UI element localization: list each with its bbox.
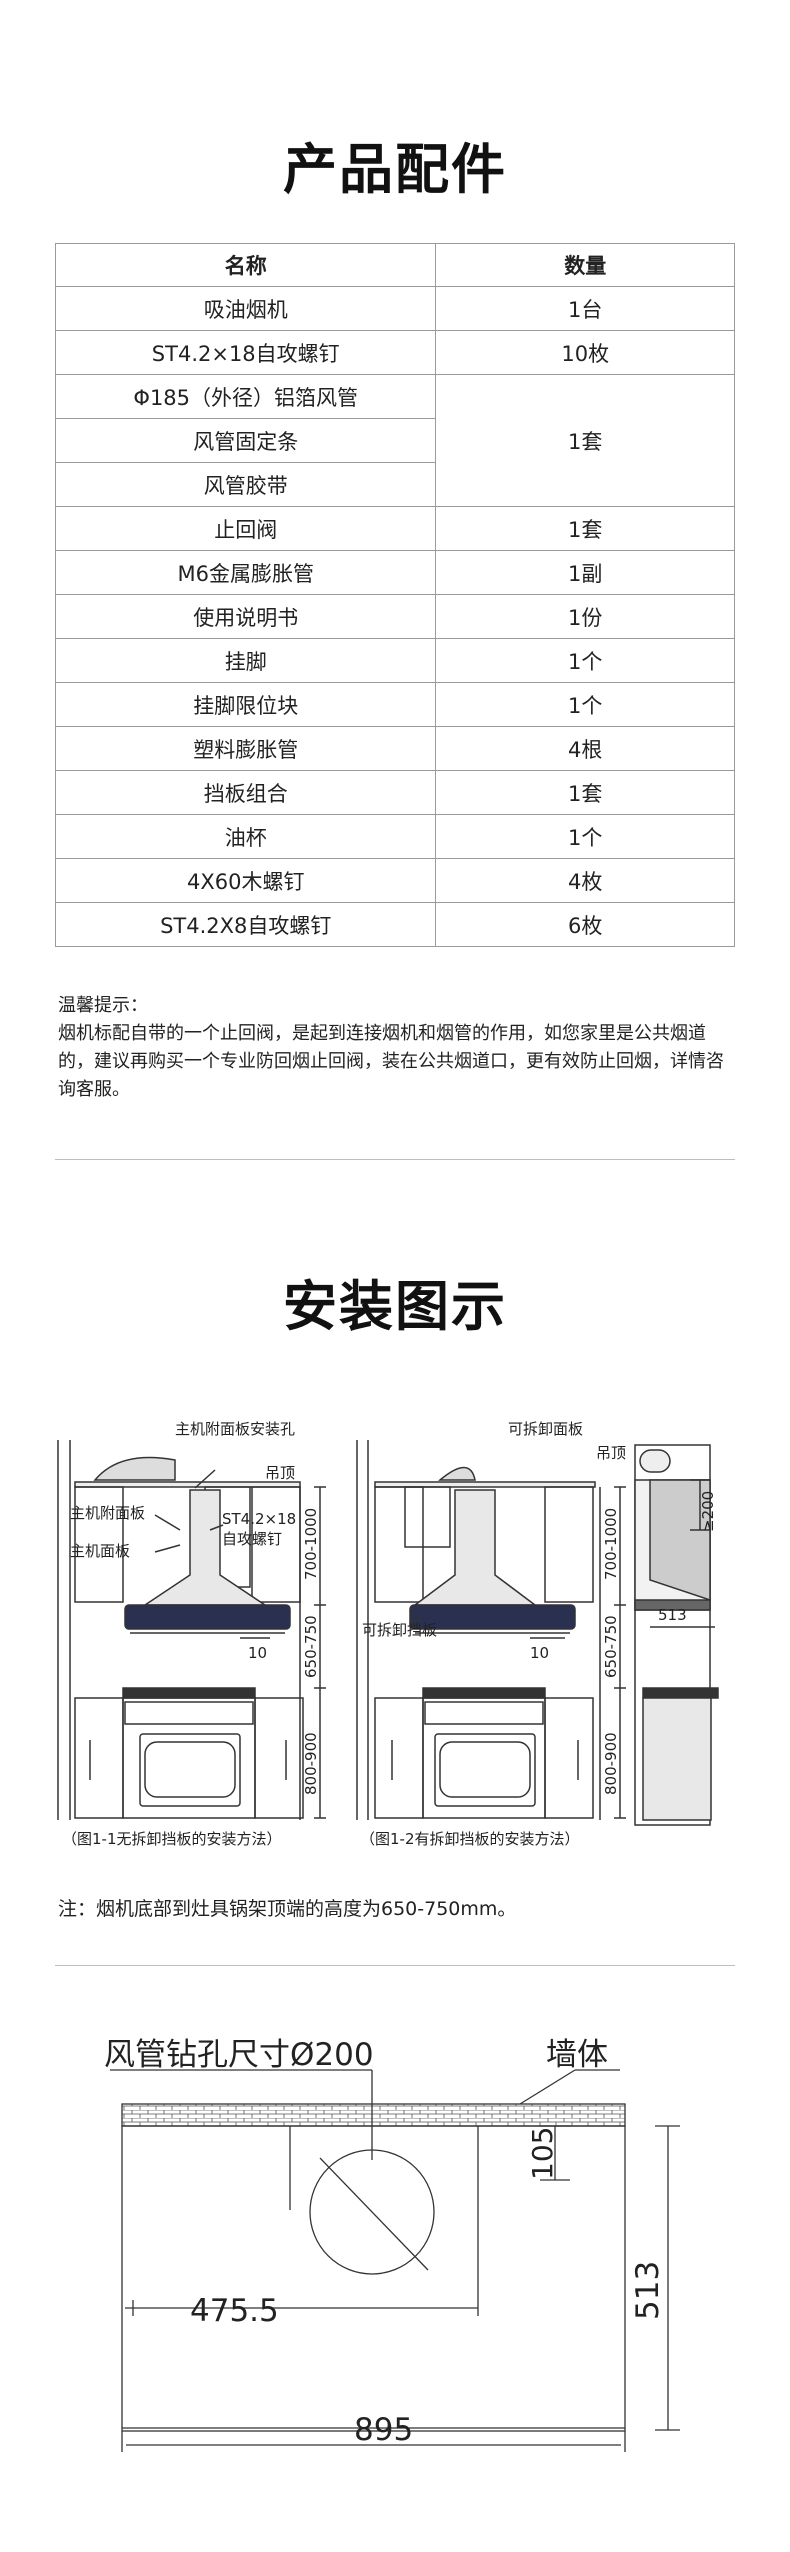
row-qty: 10枚: [435, 330, 735, 375]
row-name: 4X60木螺钉: [54, 858, 437, 903]
dim-105: 105: [526, 2127, 559, 2180]
dim-475-5: 475.5: [190, 2293, 279, 2329]
table-row: M6金属膨胀管 1副: [54, 550, 735, 595]
dim-513: 513: [630, 2261, 666, 2320]
fig1-caption: （图1-1无拆卸挡板的安装方法）: [62, 1830, 282, 1848]
warm-tip-text: 烟机标配自带的一个止回阀，是起到连接烟机和烟管的作用，如您家里是公共烟道的，建议…: [58, 1023, 724, 1100]
row-name: M6金属膨胀管: [54, 550, 437, 595]
install-note: 注：烟机底部到灶具锅架顶端的高度为650-750mm。: [58, 1898, 517, 1920]
row-qty: 1套: [435, 770, 735, 815]
figure-2: [356, 1440, 626, 1820]
fig1-label-screw-2: 自攻螺钉: [222, 1530, 282, 1548]
fig2-label-ceiling: 吊顶: [596, 1444, 626, 1462]
fig2-caption: （图1-2有拆卸挡板的安装方法）: [360, 1830, 580, 1848]
row-name: 挂脚限位块: [54, 682, 437, 727]
table-row: 塑料膨胀管 4根: [54, 726, 735, 771]
header-qty: 数量: [435, 243, 735, 287]
table-row: 风管胶带: [54, 462, 735, 507]
fig1-label-panel: 主机附面板: [70, 1504, 145, 1522]
installation-title: 安装图示: [283, 1275, 507, 1338]
fig1-label-top: 主机附面板安装孔: [175, 1420, 295, 1438]
row-qty: 4根: [435, 726, 735, 771]
fig1-label-screw-1: ST4.2×18: [222, 1510, 296, 1528]
row-qty: 1个: [435, 638, 735, 683]
table-row: 挡板组合 1套: [54, 770, 735, 815]
table-row: 使用说明书 1份: [54, 594, 735, 639]
duct-hole-diagram: 风管钻孔尺寸Ø200 墙体 105 475.5 513 895: [104, 2037, 680, 2452]
row-name: 塑料膨胀管: [54, 726, 437, 771]
fig1-dim-mid: 650-750: [302, 1615, 320, 1678]
fig1-dim-gap: 10: [248, 1644, 267, 1662]
table-row: Φ185（外径）铝箔风管 1套: [54, 374, 735, 507]
row-qty: 1个: [435, 682, 735, 727]
fig2-dim-upper: 700-1000: [602, 1508, 620, 1580]
table-row: 风管固定条: [54, 418, 735, 463]
row-qty: 1份: [435, 594, 735, 639]
row-name: 止回阀: [54, 506, 437, 551]
row-name: ST4.2X8自攻螺钉: [54, 902, 437, 947]
row-name: Φ185（外径）铝箔风管: [54, 374, 437, 419]
fig2-dim-mid: 650-750: [602, 1615, 620, 1678]
table-row: ST4.2×18自攻螺钉 10枚: [54, 330, 735, 375]
table-row: 挂脚限位块 1个: [54, 682, 735, 727]
fig3-dim-top: ≥200: [699, 1491, 717, 1532]
table-row: ST4.2X8自攻螺钉 6枚: [54, 902, 735, 947]
accessories-title: 产品配件: [283, 138, 507, 201]
fig2-dim-gap: 10: [530, 1644, 549, 1662]
fig1-label-face: 主机面板: [70, 1542, 130, 1560]
divider: [55, 1965, 735, 1966]
table-row: 油杯 1个: [54, 814, 735, 859]
hood-outline: [121, 2125, 626, 2432]
row-qty: 1台: [435, 286, 735, 331]
dim-895: 895: [354, 2412, 413, 2448]
row-qty: 1副: [435, 550, 735, 595]
warm-tip: 温馨提示： 烟机标配自带的一个止回阀，是起到连接烟机和烟管的作用，如您家里是公共…: [58, 992, 738, 1104]
row-name: ST4.2×18自攻螺钉: [54, 330, 437, 375]
wall-bricks: [121, 2103, 626, 2127]
row-name: 吸油烟机: [54, 286, 437, 331]
row-qty: 1套: [435, 506, 735, 551]
row-qty: 1个: [435, 814, 735, 859]
figure-1: [57, 1440, 326, 1820]
fig1-dim-upper: 700-1000: [302, 1508, 320, 1580]
row-name: 风管固定条: [54, 418, 437, 463]
fig1-label-ceiling: 吊顶: [265, 1464, 295, 1482]
row-qty: 1套: [435, 374, 735, 507]
fig1-dim-lower: 800-900: [302, 1732, 320, 1795]
figure-3: [634, 1444, 719, 1826]
table-header-row: 名称 数量: [54, 243, 735, 287]
warm-tip-heading: 温馨提示：: [58, 995, 148, 1016]
installation-diagram: 主机附面板安装孔 主机附面板 主机面板 ST4.2×18 自攻螺钉 吊顶 10 …: [57, 1420, 719, 1848]
fig2-dim-lower: 800-900: [602, 1732, 620, 1795]
fig2-label-baffle: 可拆卸挡板: [362, 1621, 437, 1639]
divider: [55, 1159, 735, 1160]
table-row: 4X60木螺钉 4枚: [54, 858, 735, 903]
row-name: 使用说明书: [54, 594, 437, 639]
fig3-dim-depth: 513: [658, 1606, 687, 1624]
row-name: 挂脚: [54, 638, 437, 683]
row-qty: 6枚: [435, 902, 735, 947]
label-wall: 墙体: [546, 2037, 608, 2073]
row-qty: 4枚: [435, 858, 735, 903]
label-duct-hole-size: 风管钻孔尺寸Ø200: [104, 2037, 374, 2073]
row-name: 油杯: [54, 814, 437, 859]
row-name: 挡板组合: [54, 770, 437, 815]
header-name: 名称: [54, 243, 437, 287]
accessories-table: 名称 数量 吸油烟机 1台 ST4.2×18自攻螺钉 10枚 Φ185（外径）铝…: [54, 243, 735, 947]
table-row: 止回阀 1套: [54, 506, 735, 551]
table-row: 挂脚 1个: [54, 638, 735, 683]
row-name: 风管胶带: [54, 462, 437, 507]
fig2-label-top: 可拆卸面板: [508, 1420, 583, 1438]
table-row: 吸油烟机 1台: [54, 286, 735, 331]
